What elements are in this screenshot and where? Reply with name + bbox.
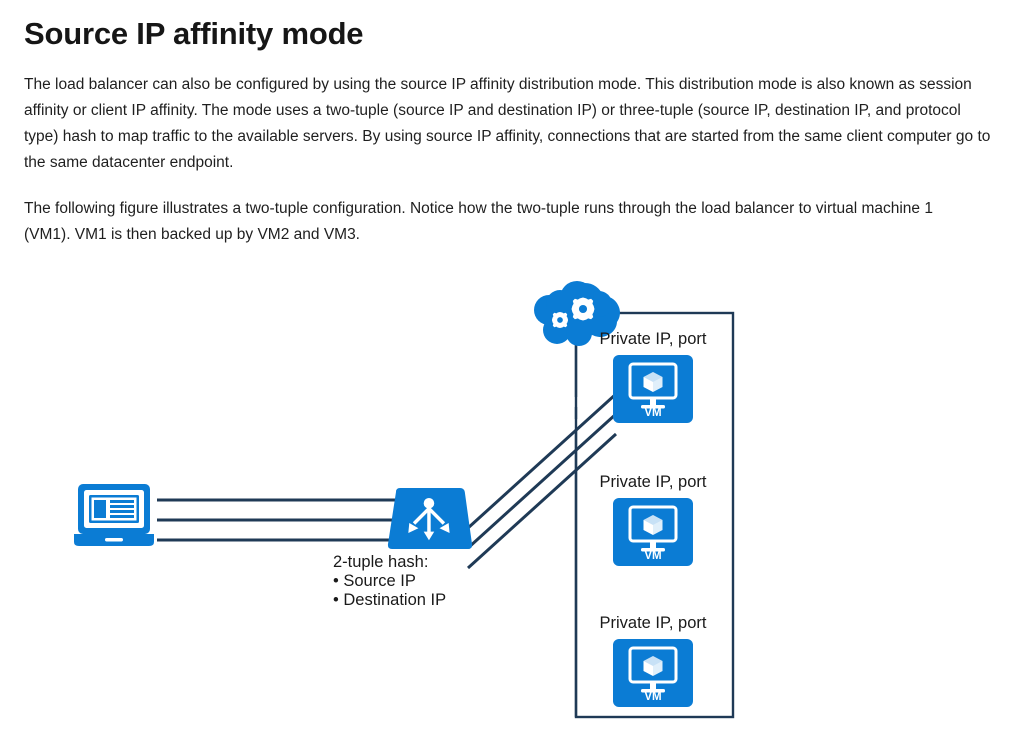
vm-2-label: Private IP, port [599, 473, 706, 491]
article: Source IP affinity mode The load balance… [24, 14, 992, 268]
client-to-loadbalancer-lines [157, 498, 396, 542]
paragraph-2: The following figure illustrates a two-t… [24, 200, 933, 243]
lb-caption-title: 2-tuple hash: [333, 553, 428, 571]
vm-3-label: Private IP, port [599, 614, 706, 632]
laptop-icon [74, 484, 154, 546]
diagram-svg: 2-tuple hash: • Source IP • Destination … [74, 281, 735, 719]
vm-node-3[interactable]: Private IP, port VM [599, 614, 707, 707]
load-balancer-icon[interactable] [387, 488, 473, 549]
architecture-diagram: 2-tuple hash: • Source IP • Destination … [0, 262, 1024, 732]
vm-2-caption: VM [644, 550, 661, 562]
vm-node-2[interactable]: Private IP, port VM [599, 473, 707, 566]
lb-caption-bullet-0: • Source IP [333, 572, 416, 590]
loadbalancer-to-vm1-lines [466, 392, 618, 570]
paragraph-1: The load balancer can also be configured… [24, 76, 991, 171]
vm-1-label: Private IP, port [599, 330, 706, 348]
vm-1-caption: VM [644, 407, 661, 419]
load-balancer-caption: 2-tuple hash: • Source IP • Destination … [333, 553, 446, 609]
vm-node-1[interactable]: Private IP, port VM [599, 330, 707, 423]
vm-3-caption: VM [644, 691, 661, 703]
cloud-gears-icon [534, 281, 620, 346]
lb-caption-bullet-1: • Destination IP [333, 591, 446, 609]
page-title: Source IP affinity mode [24, 16, 364, 51]
